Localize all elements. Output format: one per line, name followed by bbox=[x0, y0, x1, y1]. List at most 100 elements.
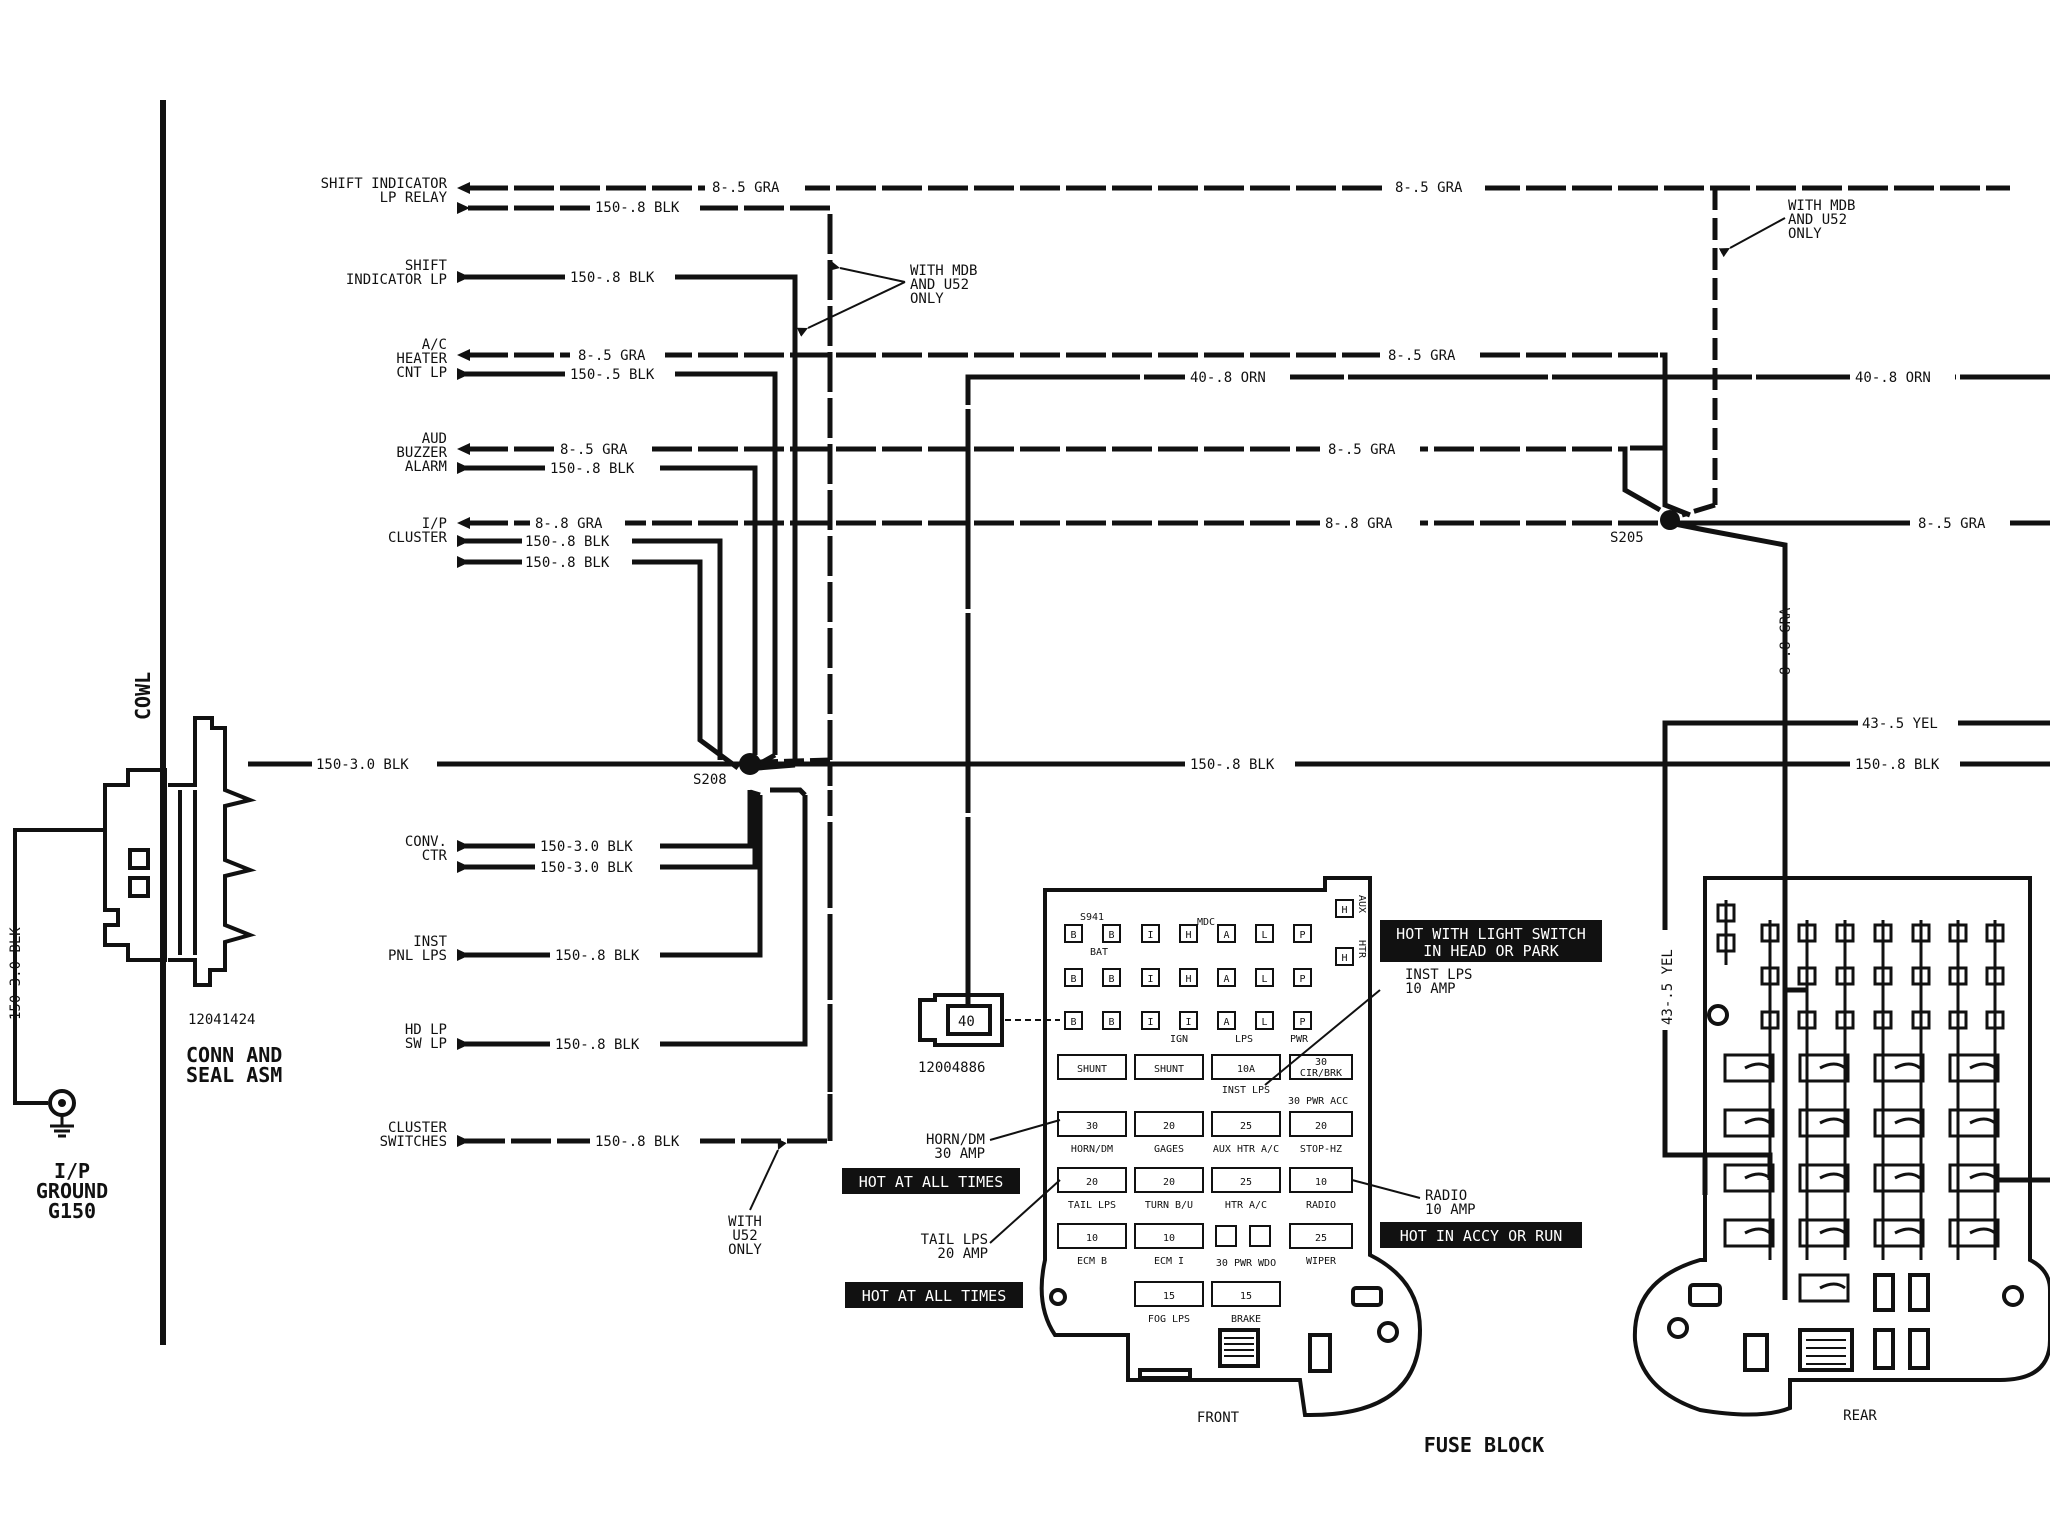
fuse-shunt-1: SHUNT bbox=[1057, 1054, 1127, 1080]
splice-s205 bbox=[1660, 510, 1680, 530]
ground-label-3: G150 bbox=[48, 1199, 96, 1223]
ip-cluster-label-2: CLUSTER bbox=[388, 530, 448, 546]
wire-label-blk-cluster: 150-.8 BLK bbox=[595, 1134, 680, 1150]
svg-text:15: 15 bbox=[1240, 1291, 1252, 1302]
wire-label-blk-shift: 150-.8 BLK bbox=[570, 270, 655, 286]
front-fuse-block bbox=[1039, 876, 1423, 1417]
fb-relay-row-2: B B I H A L P bbox=[1064, 968, 1312, 987]
svg-text:ECM B: ECM B bbox=[1077, 1256, 1107, 1267]
cluster-sw-label-1: CLUSTER bbox=[388, 1120, 448, 1136]
ip-cluster-label-1: I/P bbox=[422, 516, 447, 532]
svg-text:P: P bbox=[1299, 1017, 1305, 1028]
ac-heater-label-2: HEATER bbox=[396, 351, 447, 367]
svg-text:TURN B/U: TURN B/U bbox=[1145, 1200, 1193, 1211]
svg-text:B: B bbox=[1070, 974, 1076, 985]
hot-all-times-2: HOT AT ALL TIMES bbox=[845, 1282, 1023, 1308]
svg-text:10A: 10A bbox=[1237, 1064, 1255, 1075]
fb-s941: S941 bbox=[1080, 912, 1104, 923]
hot-light-line-2: IN HEAD OR PARK bbox=[1423, 942, 1558, 960]
shift-relay-label-1: SHIFT INDICATOR bbox=[321, 176, 448, 192]
svg-text:B: B bbox=[1108, 1017, 1114, 1028]
svg-text:30 PWR WDO: 30 PWR WDO bbox=[1216, 1258, 1276, 1269]
svg-text:P: P bbox=[1299, 930, 1305, 941]
hd-lp-label-2: SW LP bbox=[405, 1036, 447, 1052]
wire-label-orn-right: 40-.8 ORN bbox=[1855, 370, 1931, 386]
aud-buzzer-label-1: AUD bbox=[422, 431, 447, 447]
svg-text:10: 10 bbox=[1163, 1233, 1175, 1244]
front-label: FRONT bbox=[1197, 1410, 1240, 1426]
wire-label-blk-conv1: 150-3.0 BLK bbox=[540, 839, 633, 855]
wire-label-gra-top-left: 8-.5 GRA bbox=[712, 180, 780, 196]
note-mdb-left-2: AND U52 bbox=[910, 277, 969, 293]
note-u52-1: WITH bbox=[728, 1214, 762, 1230]
wire-label-gra-ac-right: 8-.5 GRA bbox=[1388, 348, 1456, 364]
wire-label-blk-hd: 150-.8 BLK bbox=[555, 1037, 640, 1053]
svg-text:A: A bbox=[1223, 974, 1229, 985]
callout-radio-1: RADIO bbox=[1425, 1188, 1467, 1204]
note-u52-2: U52 bbox=[732, 1228, 757, 1244]
connector-12004886 bbox=[918, 993, 1060, 1047]
svg-text:B: B bbox=[1108, 974, 1114, 985]
hot-all-times-1-text: HOT AT ALL TIMES bbox=[859, 1173, 1004, 1191]
hot-all-times-1: HOT AT ALL TIMES bbox=[842, 1168, 1020, 1194]
svg-text:I: I bbox=[1147, 974, 1153, 985]
wire-label-yel-top: 43-.5 YEL bbox=[1862, 716, 1938, 732]
svg-text:WIPER: WIPER bbox=[1306, 1256, 1337, 1267]
note-mdb-right: WITH MDB AND U52 ONLY bbox=[1718, 198, 1855, 258]
svg-text:HTR A/C: HTR A/C bbox=[1225, 1200, 1267, 1211]
conn-seal-part-number: 12041424 bbox=[188, 1012, 255, 1028]
conn-seal-label-2: SEAL ASM bbox=[186, 1063, 282, 1087]
connector-part-number: 12004886 bbox=[918, 1060, 985, 1076]
fb-aux: AUX bbox=[1356, 895, 1367, 913]
svg-text:FOG LPS: FOG LPS bbox=[1148, 1314, 1190, 1325]
wire-label-blk-ip2: 150-.8 BLK bbox=[525, 555, 610, 571]
svg-text:ECM I: ECM I bbox=[1154, 1256, 1184, 1267]
callout-horn-1: HORN/DM bbox=[926, 1132, 985, 1148]
ground-label-1: I/P bbox=[54, 1159, 90, 1183]
rear-grille bbox=[1806, 1339, 1846, 1365]
callout-tail-1: TAIL LPS bbox=[921, 1232, 988, 1248]
callout-leader-lines bbox=[989, 989, 1421, 1244]
svg-text:I: I bbox=[1185, 1017, 1191, 1028]
cluster-sw-label-2: SWITCHES bbox=[380, 1134, 447, 1150]
hot-all-times-2-text: HOT AT ALL TIMES bbox=[862, 1287, 1007, 1305]
svg-text:30: 30 bbox=[1315, 1057, 1327, 1068]
wire-label-blk-main-right: 150-.8 BLK bbox=[1855, 757, 1940, 773]
note-mdb-right-1: WITH MDB bbox=[1788, 198, 1855, 214]
callout-inst-2: 10 AMP bbox=[1405, 981, 1456, 997]
wire-label-yel-vertical: 43-.5 YEL bbox=[1660, 949, 1676, 1025]
fb-htr: HTR bbox=[1356, 940, 1367, 959]
svg-text:I: I bbox=[1147, 1017, 1153, 1028]
note-mdb-right-2: AND U52 bbox=[1788, 212, 1847, 228]
connector-arrows bbox=[457, 182, 470, 1147]
svg-text:10: 10 bbox=[1315, 1177, 1327, 1188]
svg-text:B: B bbox=[1070, 930, 1076, 941]
note-u52: WITH U52 ONLY bbox=[728, 1138, 787, 1258]
component-labels: SHIFT INDICATOR LP RELAY SHIFT INDICATOR… bbox=[321, 176, 448, 1150]
svg-text:A: A bbox=[1223, 930, 1229, 941]
svg-text:20: 20 bbox=[1086, 1177, 1098, 1188]
svg-text:HORN/DM: HORN/DM bbox=[1071, 1144, 1113, 1155]
callout-tail-2: 20 AMP bbox=[937, 1246, 988, 1262]
fuse-block-title: FUSE BLOCK bbox=[1424, 1433, 1544, 1457]
svg-text:25: 25 bbox=[1240, 1121, 1252, 1132]
svg-text:B: B bbox=[1108, 930, 1114, 941]
ac-heater-label-3: CNT LP bbox=[396, 365, 447, 381]
hot-accy-run: HOT IN ACCY OR RUN bbox=[1380, 1222, 1582, 1248]
svg-text:20: 20 bbox=[1315, 1121, 1327, 1132]
wire-label-gra-aud: 8-.5 GRA bbox=[560, 442, 628, 458]
shift-relay-label-2: LP RELAY bbox=[380, 190, 448, 206]
